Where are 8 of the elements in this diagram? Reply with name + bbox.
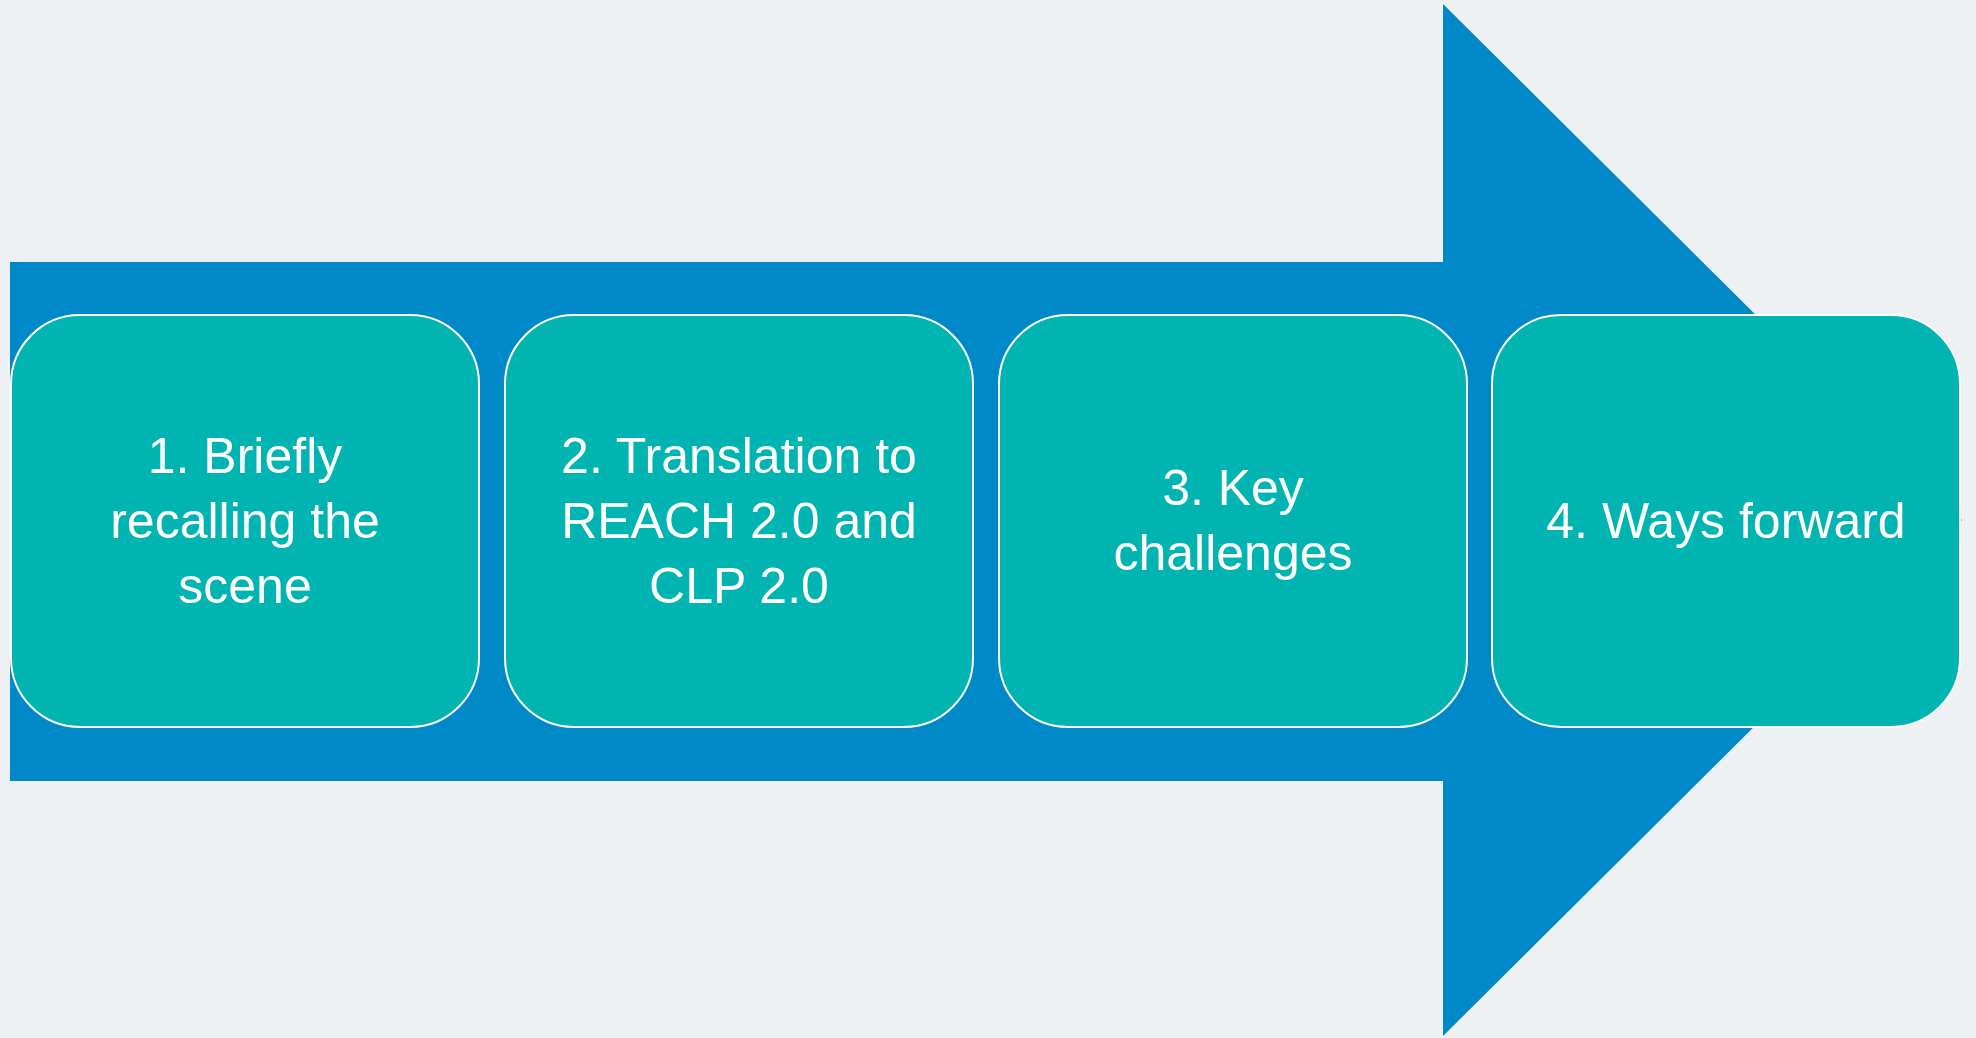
step-box xyxy=(504,314,974,728)
step-label: 3. Key challenges xyxy=(1112,459,1354,583)
step-label: 4. Ways forward xyxy=(1546,491,1906,551)
step-label: 2. Translation to REACH 2.0 and CLP 2.0 xyxy=(560,426,918,616)
step-label: 1. Briefly recalling the scene xyxy=(109,426,381,616)
step-box xyxy=(10,314,480,728)
step-box xyxy=(1491,314,1961,728)
step-box xyxy=(998,314,1468,728)
